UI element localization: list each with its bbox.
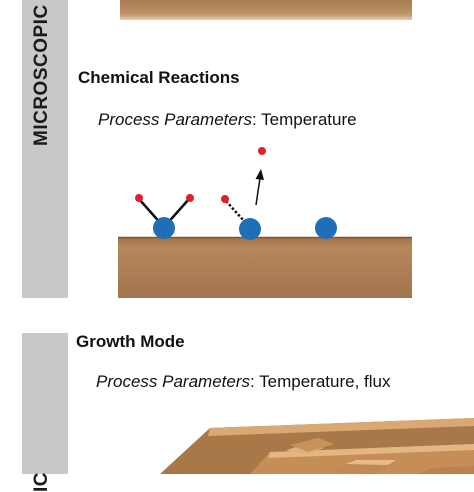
chemical-reactions-title: Chemical Reactions xyxy=(78,68,240,87)
params-value: Temperature xyxy=(261,110,357,129)
macroscopic-side-bar xyxy=(22,333,68,474)
params-label: Process Parameters xyxy=(98,110,252,129)
growth-mode-title: Growth Mode xyxy=(76,332,185,351)
microscopic-side-label: MICROSCOPIC xyxy=(31,4,52,146)
adatom-with-two-ligands-icon xyxy=(135,194,194,239)
microscopic-substrate xyxy=(118,237,412,298)
microscopic-side-bar xyxy=(22,0,68,298)
top-substrate-fragment xyxy=(120,0,412,20)
adatom-desorbing-ligand-icon xyxy=(221,147,266,240)
growth-mode-params: Process Parameters: Temperature, flux xyxy=(96,372,390,392)
diagram-graphics xyxy=(22,0,474,474)
bare-adatom-icon xyxy=(315,217,337,239)
growth-terraces xyxy=(160,418,474,474)
params-separator: : xyxy=(250,372,260,391)
params-value: Temperature, flux xyxy=(259,372,391,391)
chemical-reactions-params: Process Parameters: Temperature xyxy=(98,110,357,130)
params-separator: : xyxy=(252,110,262,129)
figure: MICROSCOPIC IC Chemical Reactions Proces… xyxy=(22,0,474,492)
macroscopic-side-label: IC xyxy=(31,472,52,492)
upward-arrow-icon xyxy=(255,169,264,180)
params-label: Process Parameters xyxy=(96,372,250,391)
